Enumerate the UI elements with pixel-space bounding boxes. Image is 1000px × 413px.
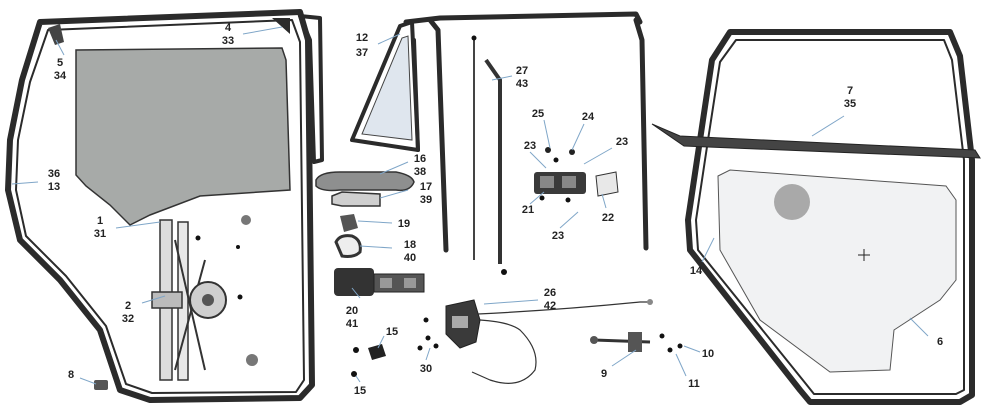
callout-15-lower: 15 <box>354 385 366 397</box>
callout-labels: 4 33 5 34 36 13 1 31 2 32 8 12 37 16 38 … <box>48 22 943 397</box>
callout-18-40-top: 18 <box>404 239 416 251</box>
leader-lines <box>11 26 929 385</box>
door-shell-left <box>5 9 324 403</box>
window-regulator <box>151 215 258 381</box>
callout-27-43-top: 27 <box>516 65 528 77</box>
lock-actuator-group <box>534 147 619 203</box>
callout-11: 11 <box>688 378 700 390</box>
callout-23-right: 23 <box>616 136 628 148</box>
weatherstrip-clip <box>94 380 108 390</box>
water-shield <box>717 169 957 373</box>
callout-4-33-top: 4 <box>225 22 232 34</box>
callout-26-42-bottom: 42 <box>544 300 556 312</box>
callout-2-32-bottom: 32 <box>122 313 134 325</box>
door-latch <box>445 299 653 384</box>
callout-18-40-bottom: 40 <box>404 252 416 264</box>
callout-8: 8 <box>68 369 74 381</box>
callout-22: 22 <box>602 212 614 224</box>
callout-12-37-top: 12 <box>356 32 368 44</box>
callout-16-38-top: 16 <box>414 153 426 165</box>
callout-25: 25 <box>532 108 544 120</box>
door-glass <box>75 47 291 226</box>
callout-12-37-bottom: 37 <box>356 47 368 59</box>
callout-1-31-top: 1 <box>97 215 103 227</box>
callout-2-32-top: 2 <box>125 300 131 312</box>
callout-7-35-bottom: 35 <box>844 98 856 110</box>
callout-36-13-top: 36 <box>48 168 60 180</box>
callout-6: 6 <box>937 336 943 348</box>
callout-20-41-top: 20 <box>346 305 358 317</box>
callout-16-38-bottom: 38 <box>414 166 426 178</box>
callout-10: 10 <box>702 348 714 360</box>
callout-5-34-top: 5 <box>57 57 63 69</box>
callout-27-43-bottom: 43 <box>516 78 528 90</box>
callout-7-35-top: 7 <box>847 85 853 97</box>
callout-21: 21 <box>522 204 534 216</box>
belt-weatherstrip <box>651 123 981 159</box>
lock-cylinder-bezel <box>334 214 362 258</box>
callout-23-left: 23 <box>524 140 536 152</box>
callout-24: 24 <box>582 111 595 123</box>
callout-4-33-bottom: 33 <box>222 35 234 47</box>
callout-19: 19 <box>398 218 410 230</box>
callout-30: 30 <box>420 363 432 375</box>
glass-run-channel <box>471 35 507 275</box>
inside-handle-assembly <box>334 268 425 296</box>
callout-26-42-top: 26 <box>544 287 556 299</box>
callout-17-39-bottom: 39 <box>420 194 432 206</box>
door-check-strap <box>590 332 683 353</box>
callout-36-13-bottom: 13 <box>48 181 60 193</box>
callout-5-34-bottom: 34 <box>54 70 67 82</box>
small-fasteners <box>351 317 439 377</box>
vent-glass-frame <box>350 11 649 253</box>
callout-1-31-bottom: 31 <box>94 228 106 240</box>
callout-9: 9 <box>601 368 607 380</box>
outside-door-handle <box>315 171 415 192</box>
callout-20-41-bottom: 41 <box>346 318 358 330</box>
callout-14: 14 <box>690 265 703 277</box>
corner-seal <box>48 18 290 45</box>
callout-23-bottom: 23 <box>552 230 564 242</box>
callout-17-39-top: 17 <box>420 181 432 193</box>
handle-bracket <box>331 191 381 207</box>
callout-15-upper: 15 <box>386 326 398 338</box>
